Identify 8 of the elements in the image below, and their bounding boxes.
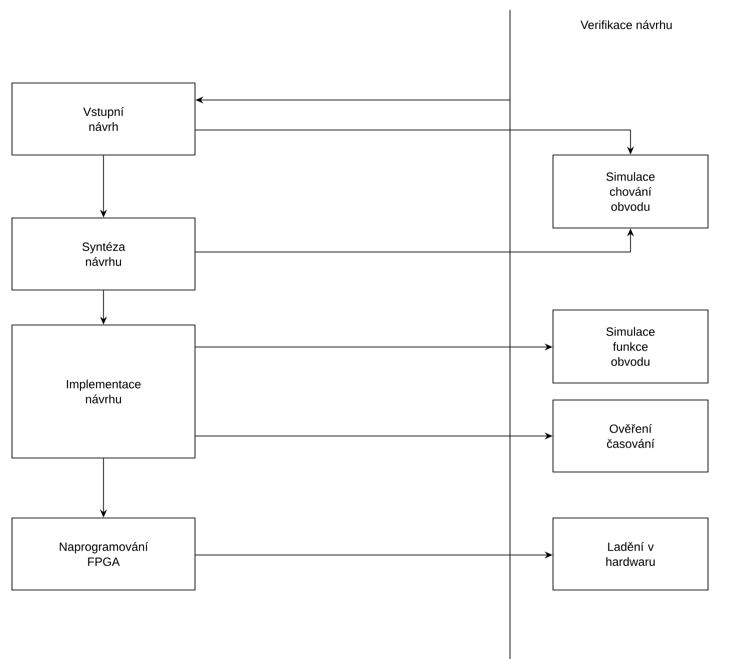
process-box: Ladění v hardwaru [552, 518, 708, 590]
process-box: Naprogramování FPGA [12, 518, 196, 590]
process-box: Simulace funkce obvodu [552, 310, 708, 384]
process-box: Syntéza návrhu [12, 218, 196, 290]
process-box: Simulace chování obvodu [552, 154, 708, 228]
process-box: Ověření časování [552, 400, 708, 472]
process-box: Vstupní návrh [12, 82, 196, 156]
process-box: Implementace návrhu [12, 324, 196, 458]
